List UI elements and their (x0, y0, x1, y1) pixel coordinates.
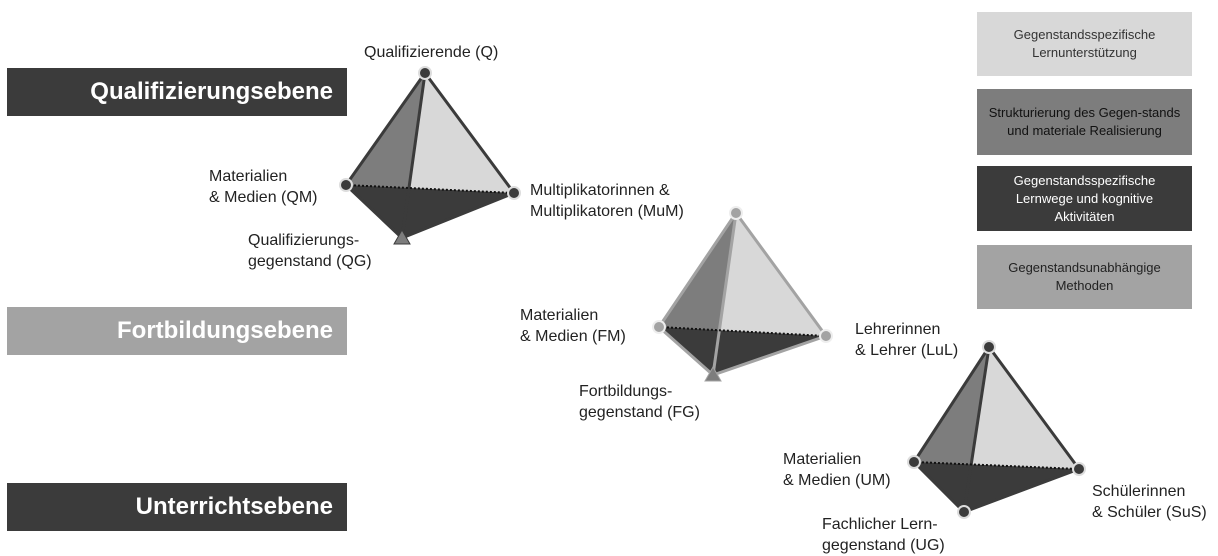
label-fm-line1: Materialien (520, 307, 599, 324)
legend-learning-paths-label: Gegenstandsspezifische Lernwege und kogn… (1013, 172, 1156, 224)
tetra-u-face-bottom (914, 462, 1079, 512)
level-teaching-label: Unterrichtsebene (135, 493, 333, 520)
vertex-qg (393, 228, 411, 245)
label-mum-line2: Multiplikatoren (MuM) (530, 203, 684, 220)
legend-methods: Gegenstandsunabhängige Methoden (977, 245, 1192, 309)
vertex-mum-q (507, 186, 521, 200)
tetrahedron-qualification (339, 66, 521, 245)
label-qm-line2: & Medien (QM) (209, 189, 318, 206)
legend-methods-label: Gegenstandsunabhängige Methoden (1008, 260, 1161, 293)
label-sus-line2: & Schüler (SuS) (1092, 504, 1207, 521)
label-sus: Schülerinnen & Schüler (SuS) (1092, 481, 1207, 523)
vertex-q (418, 66, 432, 80)
label-um-line2: & Medien (UM) (783, 472, 891, 489)
label-q-top-text: Qualifizierende (Q) (364, 44, 499, 61)
tetrahedron-training (652, 206, 833, 382)
vertex-mum-f (729, 206, 743, 220)
label-lul-line2: & Lehrer (LuL) (855, 342, 959, 359)
label-um: Materialien & Medien (UM) (783, 449, 891, 491)
label-qg-line1: Qualifizierungs- (248, 232, 360, 249)
level-training-label: Fortbildungsebene (117, 317, 333, 344)
label-fg-line2: gegenstand (FG) (579, 404, 700, 421)
level-training: Fortbildungsebene (7, 307, 347, 355)
vertex-qm (339, 178, 353, 192)
vertex-lul-f (819, 329, 833, 343)
legend-learning-support: Gegenstandsspezifische Lernunterstützung (977, 12, 1192, 76)
label-qm: Materialien & Medien (QM) (209, 166, 317, 208)
label-q-top: Qualifizierende (Q) (364, 42, 498, 63)
label-sus-line1: Schülerinnen (1092, 483, 1186, 500)
label-ug-line1: Fachlicher Lern- (822, 516, 938, 533)
legend-structuring-label: Strukturierung des Gegen-stands und mate… (988, 105, 1181, 138)
label-qg-line2: gegenstand (QG) (248, 253, 372, 270)
legend-learning-paths: Gegenstandsspezifische Lernwege und kogn… (977, 166, 1192, 231)
level-qualification: Qualifizierungsebene (7, 68, 347, 116)
label-qg: Qualifizierungs- gegenstand (QG) (248, 230, 372, 272)
vertex-lul-u (982, 340, 996, 354)
vertex-sus (1072, 462, 1086, 476)
label-fm-line2: & Medien (FM) (520, 328, 626, 345)
label-fg: Fortbildungs- gegenstand (FG) (579, 381, 700, 423)
label-mum-line1: Multiplikatorinnen & (530, 182, 670, 199)
legend-learning-support-label: Gegenstandsspezifische Lernunterstützung (1013, 27, 1156, 60)
label-fm: Materialien & Medien (FM) (520, 305, 626, 347)
vertex-fg (704, 365, 722, 382)
label-ug-line2: gegenstand (UG) (822, 537, 945, 554)
vertex-fm (652, 320, 666, 334)
label-ug: Fachlicher Lern- gegenstand (UG) (822, 514, 945, 556)
level-teaching: Unterrichtsebene (7, 483, 347, 531)
tetrahedron-teaching (907, 340, 1086, 519)
legend-structuring: Strukturierung des Gegen-stands und mate… (977, 89, 1192, 155)
label-qm-line1: Materialien (209, 168, 288, 185)
label-lul-line1: Lehrerinnen (855, 321, 941, 338)
label-fg-line1: Fortbildungs- (579, 383, 673, 400)
vertex-ug (957, 505, 971, 519)
vertex-um (907, 455, 921, 469)
label-mum: Multiplikatorinnen & Multiplikatoren (Mu… (530, 180, 684, 222)
label-um-line1: Materialien (783, 451, 862, 468)
label-lul: Lehrerinnen & Lehrer (LuL) (855, 319, 958, 361)
level-qualification-label: Qualifizierungsebene (90, 78, 333, 105)
